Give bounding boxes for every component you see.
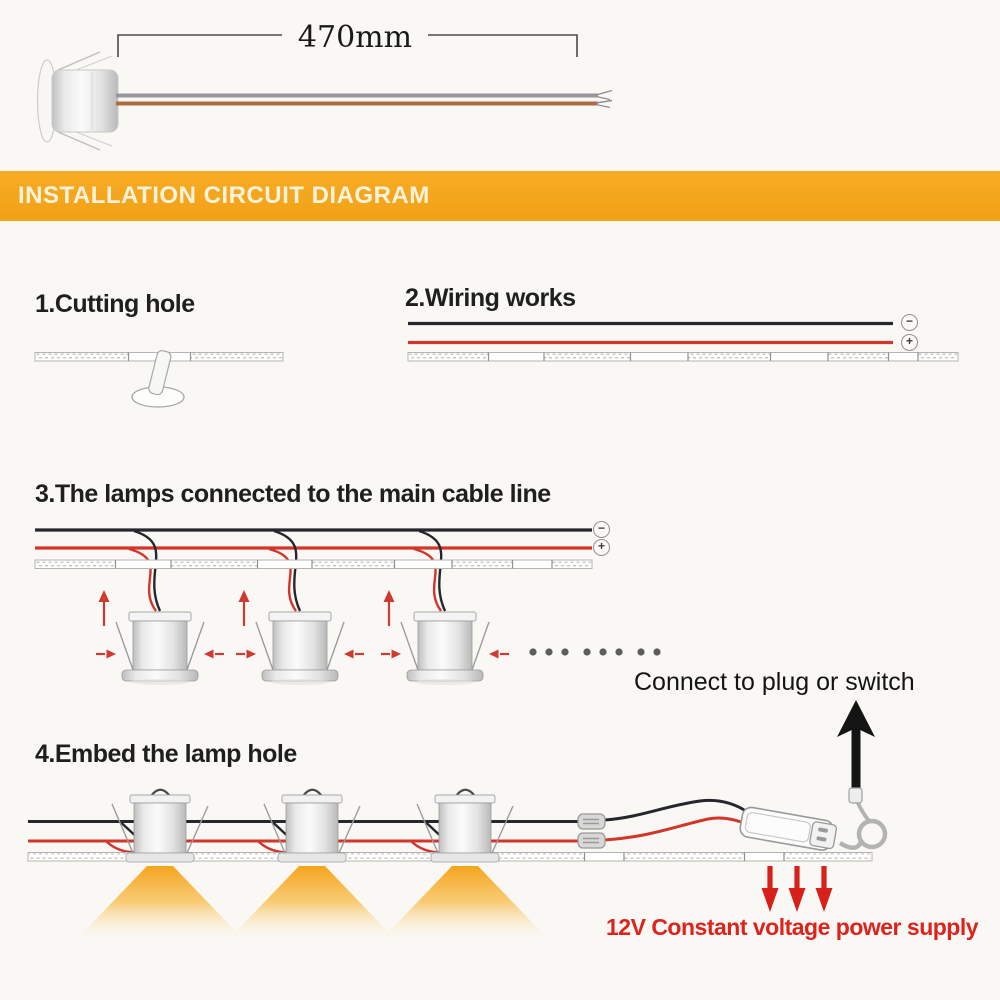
section-banner: INSTALLATION CIRCUIT DIAGRAM — [0, 171, 1000, 221]
step-1-title: 1.Cutting hole — [35, 290, 195, 318]
up-arrow-icon — [837, 700, 875, 790]
negative-terminal-icon: − — [901, 314, 918, 331]
light-beam-2 — [230, 866, 394, 938]
tap-wires — [128, 529, 447, 612]
recessed-lamp-2 — [234, 588, 366, 687]
ceiling-bar-step3 — [34, 559, 593, 569]
positive-terminal-icon: + — [901, 334, 918, 351]
power-cord-loop — [838, 802, 888, 850]
continuation-dots — [529, 648, 661, 656]
plug-tip — [848, 787, 863, 804]
step-3-title: 3.The lamps connected to the main cable … — [35, 480, 551, 508]
main-cable-step2 — [408, 321, 893, 345]
power-flow-arrow-2 — [788, 866, 806, 912]
negative-terminal-icon: − — [593, 521, 610, 538]
light-beam-1 — [78, 866, 242, 938]
wire-tips — [595, 89, 613, 109]
positive-terminal-icon: + — [593, 539, 610, 556]
step-2-title: 2.Wiring works — [405, 284, 576, 312]
power-supply-note: 12V Constant voltage power supply — [606, 914, 979, 940]
wire-connector-blocks — [577, 813, 606, 849]
power-flow-arrow-1 — [761, 866, 779, 912]
recessed-lamp-1 — [94, 588, 226, 687]
cut-out-plug — [148, 350, 172, 396]
cut-hole — [131, 350, 185, 408]
power-flow-arrow-3 — [815, 866, 833, 912]
dimension-bracket — [117, 34, 578, 57]
banner-title: INSTALLATION CIRCUIT DIAGRAM — [18, 182, 430, 209]
spotlight-fixture — [36, 51, 613, 151]
recessed-lamp-3 — [379, 588, 511, 687]
main-cable-step3 — [35, 528, 592, 550]
ceiling-bar-step2 — [407, 352, 959, 362]
lead-wire-brown — [116, 101, 598, 106]
step-4-title: 4.Embed the lamp hole — [35, 740, 297, 768]
led-driver-box — [739, 806, 838, 851]
dimension-label: 470mm — [297, 20, 413, 55]
lead-wire-gray — [116, 93, 598, 98]
light-beam-3 — [383, 866, 547, 938]
connect-note: Connect to plug or switch — [634, 668, 915, 696]
